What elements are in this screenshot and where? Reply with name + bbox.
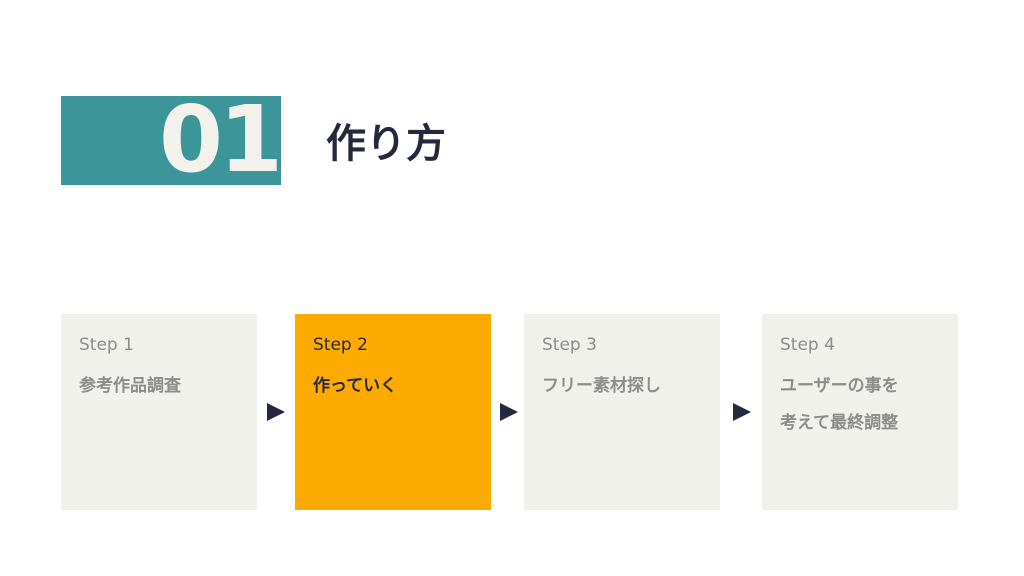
section-title: 作り方 bbox=[326, 121, 446, 167]
step-card-3: Step 3 フリー素材探し bbox=[524, 314, 720, 510]
step-label: Step 3 bbox=[542, 335, 597, 355]
step-card-4: Step 4 ユーザーの事を 考えて最終調整 bbox=[762, 314, 958, 510]
step-label: Step 2 bbox=[313, 335, 368, 355]
arrow-right-icon bbox=[733, 403, 751, 421]
arrow-right-icon bbox=[267, 403, 285, 421]
section-number: 01 bbox=[158, 96, 281, 185]
step-description: 参考作品調査 bbox=[79, 376, 181, 396]
step-description: ユーザーの事を 考えて最終調整 bbox=[780, 376, 899, 433]
arrow-right-icon bbox=[500, 403, 518, 421]
step-label: Step 4 bbox=[780, 335, 835, 355]
step-description: 作っていく bbox=[313, 376, 398, 396]
section-number-block: 01 bbox=[61, 96, 281, 185]
step-card-1: Step 1 参考作品調査 bbox=[61, 314, 257, 510]
step-label: Step 1 bbox=[79, 335, 134, 355]
step-card-2: Step 2 作っていく bbox=[295, 314, 491, 510]
step-description: フリー素材探し bbox=[542, 376, 661, 396]
